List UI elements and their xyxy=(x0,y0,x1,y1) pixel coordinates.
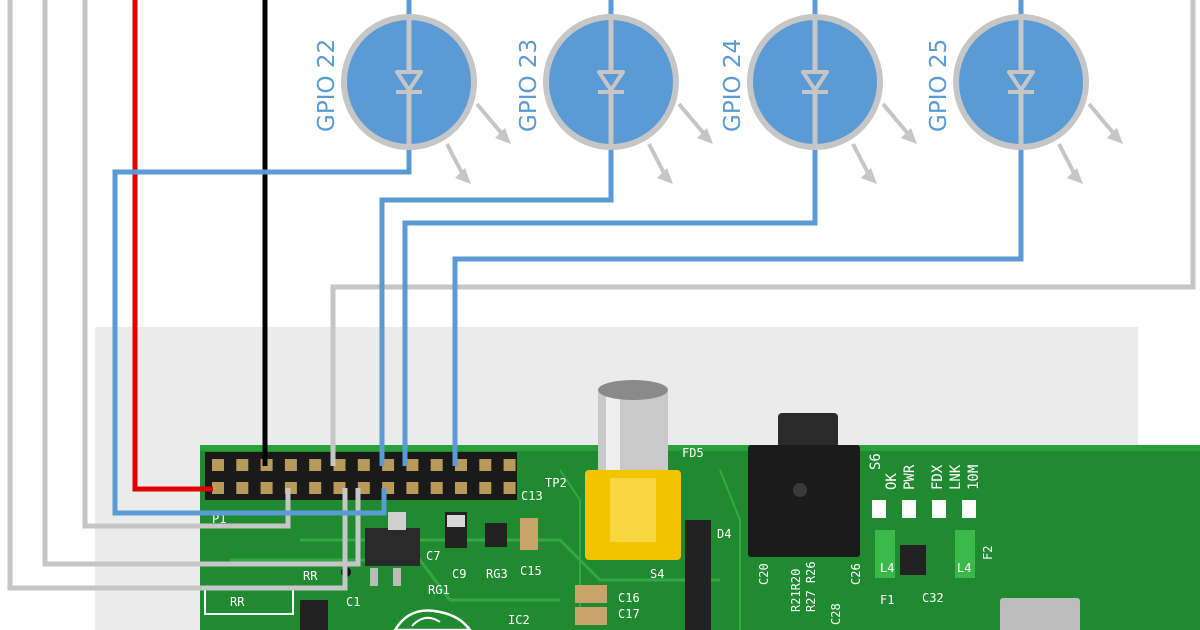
header-pin xyxy=(236,482,249,494)
gray-wire-1 xyxy=(7,0,348,591)
signal-wire-gpio25 xyxy=(452,150,1024,466)
header-pin xyxy=(479,482,492,494)
led-gpio22: GPIO 22 xyxy=(314,0,511,184)
light-arrow-icon xyxy=(495,128,511,144)
silk-f1: F1 xyxy=(880,593,894,607)
silk-c17: C17 xyxy=(618,607,640,621)
silk-rr2: RR xyxy=(230,595,245,609)
header-pin xyxy=(309,482,322,494)
wires xyxy=(7,0,1196,591)
signal-wire-gpio23 xyxy=(379,150,614,466)
gray-wire-2 xyxy=(42,0,361,567)
silk-10m: 10M xyxy=(966,465,982,490)
composite-jack-icon xyxy=(585,380,681,560)
header-pin xyxy=(357,482,370,494)
led-group: GPIO 22 GPIO 23 GPIO 24 GPIO 25 xyxy=(314,0,1123,184)
signal-wire-gpio22 xyxy=(112,150,412,516)
silk-s4: S4 xyxy=(650,567,664,581)
silk-c16: C16 xyxy=(618,591,640,605)
silk-r21r20: R21R20 xyxy=(789,569,803,612)
diode-icon xyxy=(801,70,829,92)
silk-fd5: FD5 xyxy=(682,446,704,460)
led-label: GPIO 22 xyxy=(314,39,340,132)
header-pin xyxy=(309,459,322,471)
header-pin xyxy=(236,459,249,471)
silk-tp2: TP2 xyxy=(545,476,567,490)
led-gpio24: GPIO 24 xyxy=(720,0,917,184)
silkscreen: P1 C13 TP2 FD5 D4 C7 C9 RG3 C15 RG1 S4 C… xyxy=(212,446,995,627)
silk-c32: C32 xyxy=(922,591,944,605)
audio-jack-icon xyxy=(748,413,860,557)
raspberry-pi-board: P1 C13 TP2 FD5 D4 C7 C9 RG3 C15 RG1 S4 C… xyxy=(200,380,1200,630)
usb-port-icon xyxy=(1000,598,1080,630)
header-pin xyxy=(406,459,419,471)
silk-f2: F2 xyxy=(981,546,995,560)
silk-l4b: L4 xyxy=(957,561,971,575)
header-pin xyxy=(430,459,443,471)
silk-c13: C13 xyxy=(521,489,543,503)
light-arrow-icon xyxy=(697,128,713,144)
silk-c20: C20 xyxy=(757,563,771,585)
silk-lnk: LNK xyxy=(948,464,964,490)
header-pin xyxy=(260,482,273,494)
light-arrow-icon xyxy=(1107,128,1123,144)
silk-s6: S6 xyxy=(868,453,884,470)
silk-rg3: RG3 xyxy=(486,567,508,581)
header-pin xyxy=(503,482,516,494)
light-arrow-icon xyxy=(861,168,877,184)
power-wire xyxy=(132,0,213,492)
header-pin xyxy=(406,482,419,494)
gray-wire-3 xyxy=(82,0,291,529)
header-pin xyxy=(333,459,346,471)
silk-c9: C9 xyxy=(452,567,466,581)
silk-c26: C26 xyxy=(849,563,863,585)
light-arrow-icon xyxy=(1067,168,1083,184)
led-ground-rail xyxy=(330,0,1196,466)
header-pin xyxy=(212,482,224,494)
diode-icon xyxy=(395,70,423,92)
silk-c7: C7 xyxy=(426,549,440,563)
silk-ic2: IC2 xyxy=(508,613,530,627)
header-pin xyxy=(479,459,492,471)
silk-fdx: FDX xyxy=(930,464,946,490)
signal-wire-gpio24 xyxy=(402,150,818,466)
gpio-header xyxy=(205,452,517,500)
silk-pwr: PWR xyxy=(902,464,918,490)
silk-rg1: RG1 xyxy=(428,583,450,597)
header-pin xyxy=(455,482,467,494)
led-gpio25: GPIO 25 xyxy=(926,0,1123,184)
silk-ok: OK xyxy=(884,473,900,490)
led-label: GPIO 25 xyxy=(926,39,952,132)
light-arrow-icon xyxy=(455,168,471,184)
silk-c28: C28 xyxy=(829,603,843,625)
led-label: GPIO 23 xyxy=(516,39,542,132)
silk-l4a: L4 xyxy=(880,561,894,575)
light-arrow-icon xyxy=(657,168,673,184)
diode-icon xyxy=(1007,70,1035,92)
silk-c1: C1 xyxy=(346,595,360,609)
silk-r27r26: R27 R26 xyxy=(804,561,818,612)
header-pin xyxy=(357,459,370,471)
header-pin xyxy=(382,459,395,471)
header-pin xyxy=(503,459,516,471)
led-gpio23: GPIO 23 xyxy=(516,0,713,184)
header-pin xyxy=(212,459,224,471)
silk-rr1: RR xyxy=(303,569,318,583)
header-pin xyxy=(430,482,443,494)
raspberry-logo-icon xyxy=(393,609,472,630)
led-label: GPIO 24 xyxy=(720,39,746,132)
diode-icon xyxy=(597,70,625,92)
header-pin xyxy=(284,459,297,471)
light-arrow-icon xyxy=(901,128,917,144)
header-pin xyxy=(455,459,467,471)
silk-c15: C15 xyxy=(520,564,542,578)
silk-d4: D4 xyxy=(717,527,731,541)
